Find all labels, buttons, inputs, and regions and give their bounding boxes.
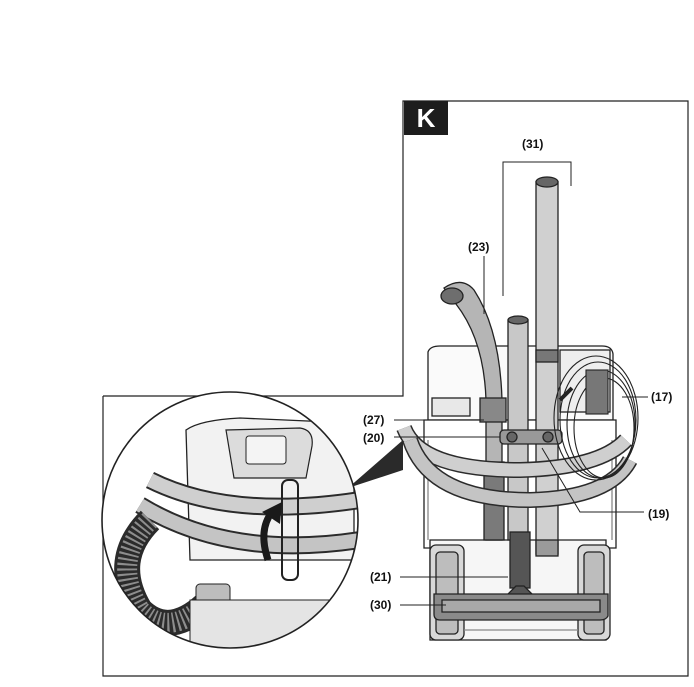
zoom-inset-circle bbox=[101, 391, 359, 649]
callout-27: (27) bbox=[363, 413, 385, 427]
callout-17: (17) bbox=[651, 390, 673, 404]
power-cord-coil bbox=[553, 355, 639, 481]
zoom-pointer bbox=[348, 440, 403, 488]
callout-20: (20) bbox=[363, 431, 385, 445]
suction-hose bbox=[396, 424, 638, 509]
callout-19: (19) bbox=[648, 507, 670, 521]
leader-lines bbox=[394, 161, 648, 606]
tube-holders bbox=[479, 397, 563, 445]
zoom-inset-content bbox=[102, 392, 358, 648]
callout-23: (23) bbox=[468, 240, 490, 254]
callout-30: (30) bbox=[370, 598, 392, 612]
panel-label: K bbox=[404, 101, 448, 135]
callout-31: (31) bbox=[522, 137, 544, 151]
floor-nozzle bbox=[433, 531, 609, 621]
figure-frame bbox=[102, 100, 689, 677]
callout-21: (21) bbox=[370, 570, 392, 584]
